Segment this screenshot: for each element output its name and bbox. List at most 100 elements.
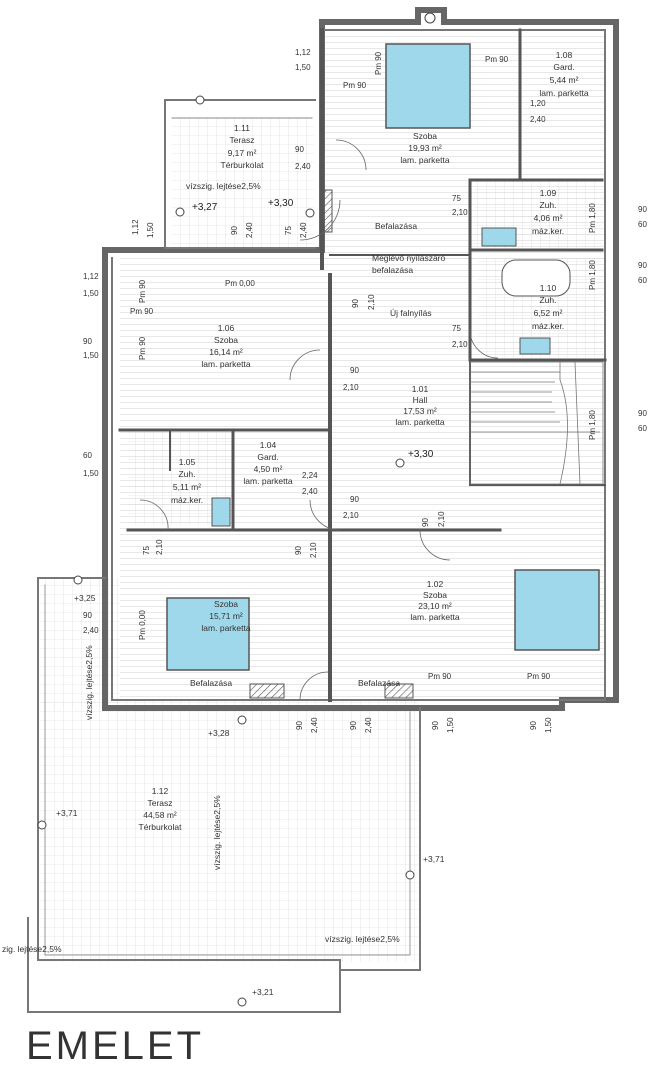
plan-label: 2,40 xyxy=(295,162,311,171)
plan-label: Térburkolat xyxy=(221,160,265,170)
window-labels: Pm 90 Pm 90 Pm 0,00 Pm 90 Pm 90 Pm 90 Pm… xyxy=(130,51,597,681)
plan-label: 2,10 xyxy=(367,294,376,310)
annotations: Befalazása Meglévő nyílászáró befalazása… xyxy=(2,181,446,954)
plan-label: Terasz xyxy=(147,798,172,808)
room-name: Hall xyxy=(413,395,428,405)
plan-label: zig. lejtése2,5% xyxy=(2,944,62,954)
plan-label: 2,40 xyxy=(364,717,373,733)
plan-label: 1.05 xyxy=(179,457,196,467)
plan-label: 2,10 xyxy=(437,511,446,527)
plan-label: 60 xyxy=(638,276,647,285)
plan-label: Pm 90 xyxy=(485,55,509,64)
floor-title: EMELET xyxy=(26,1024,205,1068)
plan-label: 75 xyxy=(452,324,461,333)
plan-label: 1,50 xyxy=(83,289,99,298)
plan-label: 90 xyxy=(83,337,92,346)
plan-label: vízszig. lejtése2,5% xyxy=(212,795,222,870)
plan-label: 60 xyxy=(638,220,647,229)
room-labels: 1.01 Hall 17,53 m² lam. parketta 1.02 Sz… xyxy=(139,50,589,832)
plan-label: 2,10 xyxy=(452,208,468,217)
plan-label: Pm 1,80 xyxy=(588,203,597,233)
plan-label: Zuh. xyxy=(539,200,556,210)
plan-label: Befalazása xyxy=(190,678,232,688)
plan-label: lam. parketta xyxy=(243,476,292,486)
plan-label: 90 xyxy=(421,518,430,527)
plan-label: 1,20 xyxy=(530,99,546,108)
plan-label: +3,25 xyxy=(74,593,96,603)
plan-label: +3,71 xyxy=(56,808,78,818)
staircase xyxy=(469,361,604,485)
plan-label: 1,50 xyxy=(295,63,311,72)
beds xyxy=(166,43,600,671)
plan-label: 2,10 xyxy=(343,511,359,520)
plan-label: Pm 90 xyxy=(428,672,452,681)
plan-label: vízszig. lejtése2,5% xyxy=(186,181,261,191)
plan-label: +3,21 xyxy=(252,987,274,997)
plan-label: 44,58 m² xyxy=(143,810,177,820)
plan-label: 23,10 m² xyxy=(418,601,452,611)
plan-label: 2,10 xyxy=(155,539,164,555)
plan-label: 90 xyxy=(349,721,358,730)
plan-label: Térburkolat xyxy=(139,822,183,832)
plan-label: 1,50 xyxy=(446,717,455,733)
plan-label: 1.06 xyxy=(218,323,235,333)
plan-label: +3,28 xyxy=(208,728,230,738)
plan-label: 1.12 xyxy=(152,786,169,796)
room-id: 1.01 xyxy=(412,384,429,394)
plan-label: Pm 90 xyxy=(130,307,154,316)
floor-fills xyxy=(40,30,606,962)
plan-label: 1,50 xyxy=(83,351,99,360)
plan-label: 2,40 xyxy=(245,222,254,238)
bed-3 xyxy=(166,597,250,671)
plan-label: Gard. xyxy=(257,452,278,462)
plan-label: 90 xyxy=(350,366,359,375)
plan-label: vízszig. lejtése2,5% xyxy=(325,934,400,944)
plan-label: 2,40 xyxy=(83,626,99,635)
plan-label: 1,50 xyxy=(146,222,155,238)
plan-label: Pm 90 xyxy=(527,672,551,681)
plan-label: Szoba xyxy=(214,335,238,345)
plan-label: 90 xyxy=(83,611,92,620)
plan-label: Terasz xyxy=(229,135,254,145)
plan-label: lam. parketta xyxy=(201,623,250,633)
plan-label: 5,11 m² xyxy=(173,482,201,492)
plan-label: +3,30 xyxy=(408,449,434,460)
plan-label: 2,40 xyxy=(530,115,546,124)
level-markers xyxy=(37,12,436,1007)
plan-label: 15,71 m² xyxy=(209,611,243,621)
plan-label: máz.ker. xyxy=(532,321,564,331)
plan-label: 90 xyxy=(230,226,239,235)
plan-label: 4,50 m² xyxy=(254,464,283,474)
plan-label: 2,10 xyxy=(309,542,318,558)
plan-label: 1.11 xyxy=(234,123,250,133)
bed-1 xyxy=(385,43,471,129)
plan-label: 75 xyxy=(142,546,151,555)
plan-label: 19,93 m² xyxy=(408,143,442,153)
plan-label: 75 xyxy=(452,194,461,203)
plan-label: lam. parketta xyxy=(400,155,449,165)
plan-label: 90 xyxy=(638,261,647,270)
plan-label: 1,50 xyxy=(544,717,553,733)
plan-label: 5,44 m² xyxy=(550,75,579,85)
plan-label: 2,10 xyxy=(452,340,468,349)
plan-label: máz.ker. xyxy=(532,226,564,236)
plan-label: Pm 90 xyxy=(343,81,367,90)
plan-label: 16,14 m² xyxy=(209,347,243,357)
plan-label: 90 xyxy=(294,546,303,555)
level-labels: +3,30 +3,30 +3,27 +3,25 +3,28 +3,71 +3,7… xyxy=(56,198,445,997)
plan-label: 90 xyxy=(295,145,304,154)
plan-label: +3,71 xyxy=(423,854,445,864)
plan-label: máz.ker. xyxy=(171,495,203,505)
plan-label: 60 xyxy=(83,451,92,460)
plan-label: Pm 90 xyxy=(138,279,147,303)
bed-2 xyxy=(514,569,600,651)
plan-label: 2,10 xyxy=(343,383,359,392)
plan-label: 1.10 xyxy=(540,283,557,293)
plan-label: 1.02 xyxy=(427,579,444,589)
plan-label: Zuh. xyxy=(539,295,556,305)
door-swings xyxy=(139,139,499,701)
plan-label: 90 xyxy=(295,721,304,730)
dimension-labels: 1,12 1,50 1,12 1,50 90 1,50 60 1,50 90 2… xyxy=(83,48,647,733)
plan-label: 1.08 xyxy=(556,50,573,60)
